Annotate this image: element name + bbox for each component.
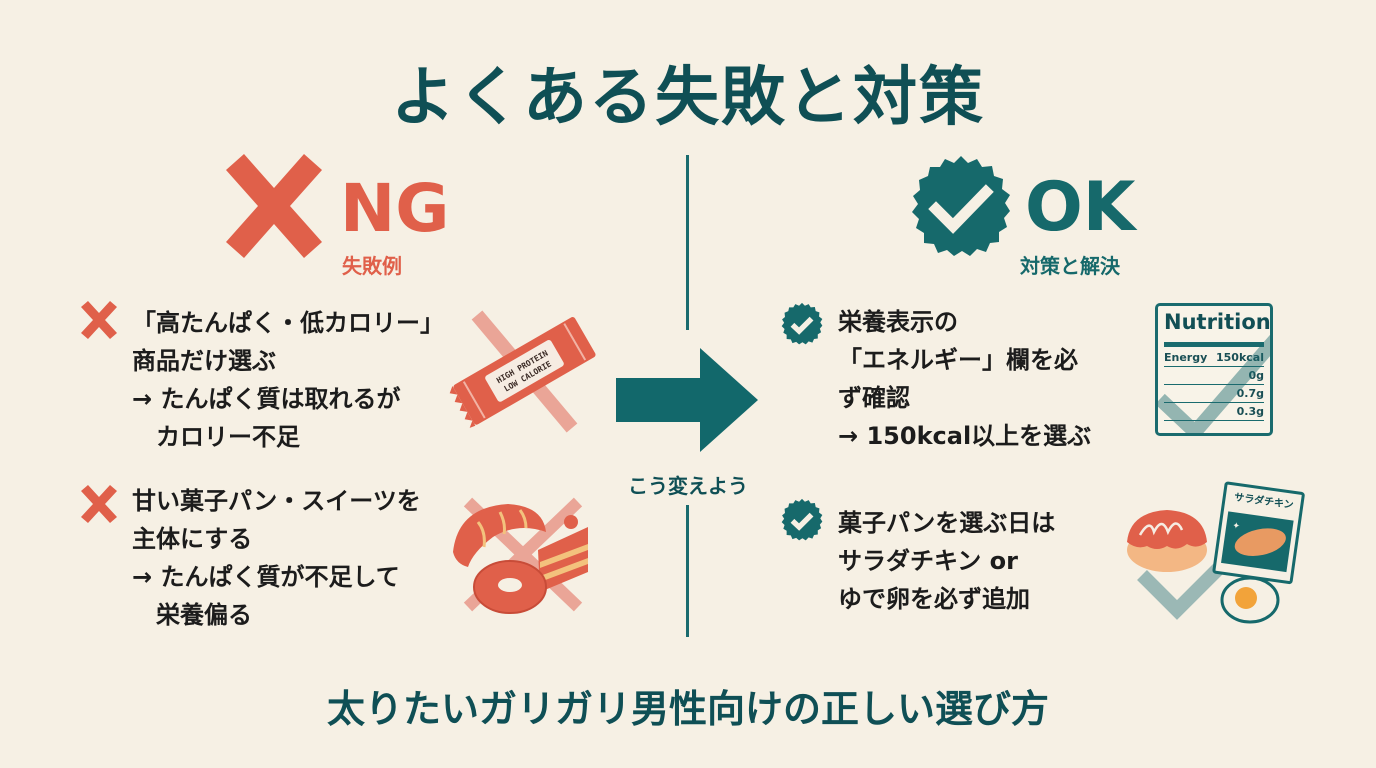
ok-item-1-text: 栄養表示の 「エネルギー」欄を必 ず確認 → 150kcal以上を選ぶ — [838, 308, 1092, 450]
ng-sublabel: 失敗例 — [342, 254, 402, 278]
nutrition-row: 0.3g — [1164, 404, 1264, 421]
ok-item-2-text: 菓子パンを選ぶ日は サラダチキン or ゆで卵を必ず追加 — [838, 509, 1056, 613]
svg-text:✦: ✦ — [1232, 521, 1241, 532]
ok-sublabel: 対策と解決 — [1020, 254, 1120, 278]
nutrition-row: 0.7g — [1164, 386, 1264, 403]
x-mark-icon — [226, 154, 322, 258]
x-mark-icon — [81, 485, 117, 523]
nutrition-label-icon: Nutrition Energy 150kcal 0g 0.7g 0.3g — [1155, 303, 1273, 436]
bottom-subtitle: 太りたいガリガリ男性向けの正しい選び方 — [326, 687, 1049, 731]
nutrition-row: Energy 150kcal — [1164, 350, 1264, 367]
pastries-icon — [453, 497, 588, 614]
nutrition-title: Nutrition — [1164, 310, 1271, 334]
check-badge-icon — [781, 498, 823, 541]
center-divider-top — [686, 155, 689, 330]
ng-item-2-text: 甘い菓子パン・スイーツを 主体にする → たんぱく質が不足して 栄養偏る — [132, 487, 421, 629]
right-arrow-icon — [616, 348, 758, 452]
nutrition-row: 0g — [1164, 368, 1264, 385]
ng-item-1-text: 「高たんぱく・低カロリー」 商品だけ選ぶ → たんぱく質は取れるが カロリー不足 — [132, 309, 444, 451]
salad-chicken-egg-icon: サラダチキン ✦ — [1127, 481, 1305, 624]
transition-caption: こう変えよう — [628, 474, 748, 498]
protein-bar-icon: HIGH PROTEIN LOW CALORIE — [449, 310, 596, 433]
check-badge-icon — [781, 302, 823, 345]
ng-label: NG — [340, 170, 450, 247]
x-mark-icon — [81, 301, 117, 339]
page-title: よくある失敗と対策 — [391, 61, 985, 135]
check-badge-icon — [912, 156, 1010, 256]
center-divider-bottom — [686, 505, 689, 637]
ok-label: OK — [1025, 168, 1136, 247]
